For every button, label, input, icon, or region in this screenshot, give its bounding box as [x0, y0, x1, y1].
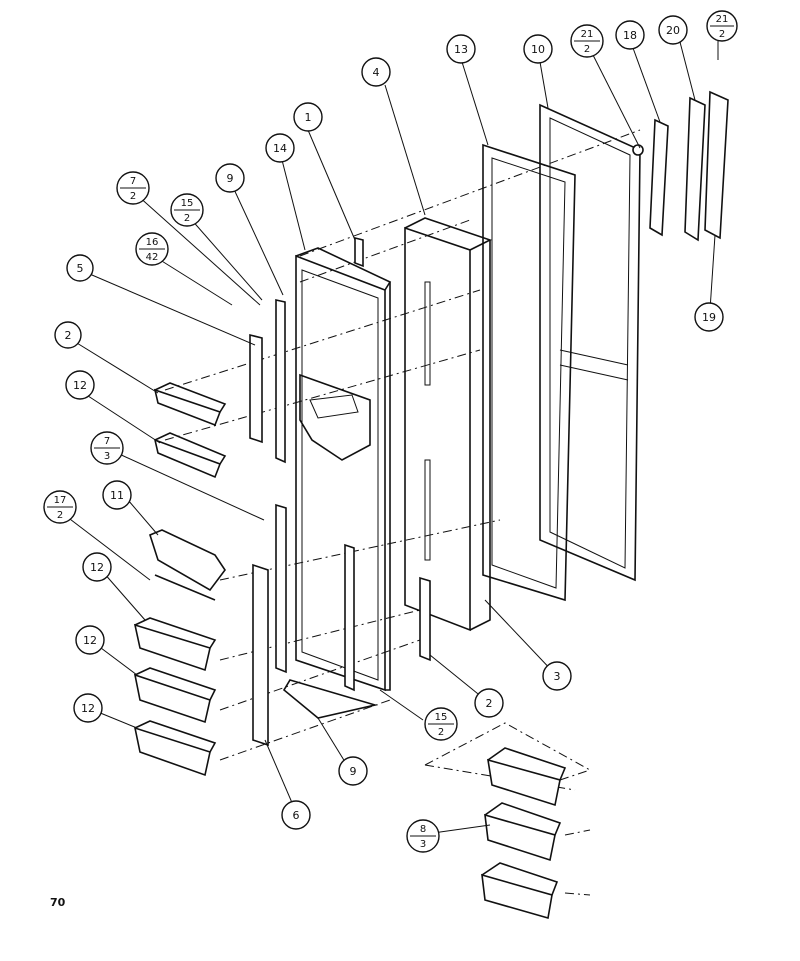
- callout-14: 14: [265, 133, 295, 163]
- callout-12-low: 12: [75, 625, 105, 655]
- callout-20-text: 20: [666, 24, 680, 37]
- door-handles: [632, 90, 729, 242]
- callout-19-text: 19: [702, 311, 716, 324]
- callout-12a-text: 12: [73, 379, 87, 392]
- callout-13: 13: [446, 34, 476, 64]
- callout-9a-text: 9: [227, 172, 234, 185]
- callout-18: 18: [615, 20, 645, 50]
- callout-12-mid: 12: [82, 552, 112, 582]
- callout-2-right: 2: [474, 688, 504, 718]
- callout-16-42-den: 42: [146, 252, 159, 263]
- callout-13-text: 13: [454, 43, 468, 56]
- callout-12b-text: 12: [90, 561, 104, 574]
- callout-9-top: 9: [215, 163, 245, 193]
- callout-8-3: 8 3: [406, 819, 440, 853]
- callout-15-2b-den: 2: [438, 727, 444, 738]
- callout-21-2-num: 21: [581, 29, 594, 40]
- callout-21-2-den: 2: [584, 44, 590, 55]
- outer-door: [539, 103, 641, 582]
- callout-18-text: 18: [623, 29, 637, 42]
- callout-21-2: 21 2: [570, 24, 604, 58]
- callout-7-2: 7 2: [116, 171, 150, 205]
- callout-21-2b-num: 21: [716, 14, 729, 25]
- callout-5: 5: [66, 254, 94, 282]
- callout-6: 6: [281, 800, 311, 830]
- callout-15-2a-num: 15: [181, 198, 194, 209]
- callout-9b-text: 9: [350, 765, 357, 778]
- callout-8-3-den: 3: [420, 839, 426, 850]
- callout-17-2-den: 2: [57, 510, 63, 521]
- callout-10-text: 10: [531, 43, 545, 56]
- callout-12c-text: 12: [83, 634, 97, 647]
- callout-20: 20: [658, 15, 688, 45]
- callout-7-2-num: 7: [130, 176, 136, 187]
- trim-strips: [249, 236, 431, 747]
- callout-16-42: 16 42: [135, 232, 169, 266]
- callout-2b-text: 2: [486, 697, 493, 710]
- callout-1-text: 1: [305, 111, 312, 124]
- door-bins-right: [481, 747, 567, 920]
- callout-8-3-num: 8: [420, 824, 426, 835]
- callout-15-2-top: 15 2: [170, 193, 204, 227]
- callout-14-text: 14: [273, 142, 287, 155]
- callout-2a-text: 2: [65, 329, 72, 342]
- callout-11: 11: [102, 480, 132, 510]
- callout-4-text: 4: [373, 66, 380, 79]
- callout-17-2: 17 2: [43, 490, 77, 524]
- callout-1: 1: [293, 102, 323, 132]
- callout-5-text: 5: [77, 262, 84, 275]
- callout-15-2-bottom: 15 2: [424, 707, 458, 741]
- callout-12d-text: 12: [81, 702, 95, 715]
- callout-3: 3: [542, 661, 572, 691]
- callout-21-2b-den: 2: [719, 29, 725, 40]
- callout-4: 4: [361, 57, 391, 87]
- page-number: 70: [50, 896, 66, 909]
- callout-10: 10: [523, 34, 553, 64]
- callout-7-3-num: 7: [104, 436, 110, 447]
- callout-6-text: 6: [293, 809, 300, 822]
- projection-lines: [164, 129, 641, 896]
- callout-17-2-num: 17: [54, 495, 67, 506]
- callout-12-bottom: 12: [73, 693, 103, 723]
- callout-3-text: 3: [554, 670, 561, 683]
- callout-15-2a-den: 2: [184, 213, 190, 224]
- callout-9-bottom: 9: [338, 756, 368, 786]
- inner-door-panel: [404, 217, 493, 632]
- leader-lines: [61, 40, 719, 834]
- callout-21-2-corner: 21 2: [706, 10, 738, 42]
- cabinet-liner: [282, 247, 392, 719]
- door-gasket: [482, 143, 576, 602]
- callout-7-3: 7 3: [90, 431, 124, 465]
- door-bins-left: [133, 382, 227, 777]
- callout-7-3-den: 3: [104, 451, 110, 462]
- callout-11-text: 11: [110, 489, 124, 502]
- callout-2-left: 2: [54, 321, 82, 349]
- callout-15-2b-num: 15: [435, 712, 448, 723]
- callout-19: 19: [694, 302, 724, 332]
- callout-16-42-num: 16: [146, 237, 159, 248]
- callout-7-2-den: 2: [130, 191, 136, 202]
- callout-12-top: 12: [65, 370, 95, 400]
